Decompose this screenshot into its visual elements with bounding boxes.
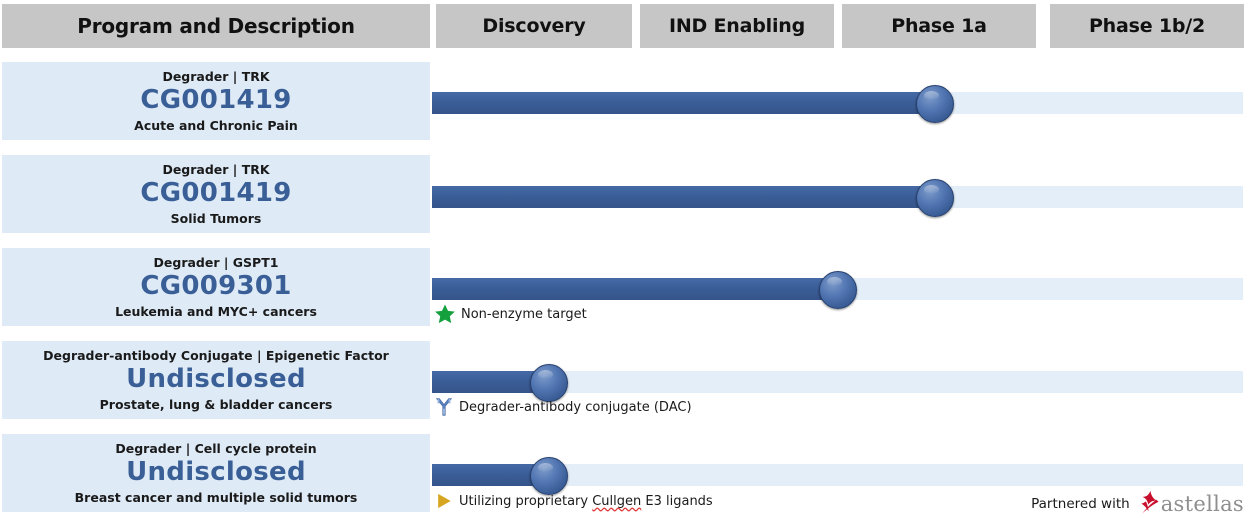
program-name: CG009301 bbox=[140, 271, 292, 302]
progress-knob-row-3 bbox=[819, 271, 857, 309]
partner-block: Partnered with astellas bbox=[1031, 490, 1244, 518]
header-program-and-description: Program and Description bbox=[2, 4, 430, 48]
program-name: CG001419 bbox=[140, 178, 292, 209]
program-indication: Acute and Chronic Pain bbox=[134, 117, 298, 133]
program-indication: Leukemia and MYC+ cancers bbox=[115, 303, 317, 319]
header-stage-phase-1b-2: Phase 1b/2 bbox=[1050, 4, 1244, 48]
program-modality: Degrader | TRK bbox=[162, 161, 270, 177]
progress-track-row-4 bbox=[432, 371, 1243, 393]
program-modality: Degrader | TRK bbox=[162, 68, 270, 84]
program-indication: Solid Tumors bbox=[170, 210, 262, 226]
note-label: Non-enzyme target bbox=[461, 306, 587, 322]
note-cullgen-ligands: Utilizing proprietary Cullgen E3 ligands bbox=[434, 491, 713, 511]
antibody-icon bbox=[434, 397, 454, 417]
astellas-logo: astellas bbox=[1134, 490, 1244, 518]
program-cell-row-1: Degrader | TRK CG001419 Acute and Chroni… bbox=[2, 62, 430, 140]
triangle-right-icon bbox=[434, 491, 454, 511]
progress-fill-row-3 bbox=[432, 278, 838, 300]
program-name: Undisclosed bbox=[126, 457, 306, 488]
progress-fill-row-4 bbox=[432, 371, 549, 393]
program-modality: Degrader | GSPT1 bbox=[153, 254, 279, 270]
header-stage-phase-1a: Phase 1a bbox=[842, 4, 1036, 48]
astellas-wordmark: astellas bbox=[1160, 491, 1244, 516]
progress-knob-row-2 bbox=[916, 179, 954, 217]
partner-label: Partnered with bbox=[1031, 496, 1130, 512]
program-cell-row-4: Degrader-antibody Conjugate | Epigenetic… bbox=[2, 341, 430, 419]
progress-knob-row-4 bbox=[530, 364, 568, 402]
note-label: Degrader-antibody conjugate (DAC) bbox=[459, 399, 692, 415]
program-modality: Degrader-antibody Conjugate | Epigenetic… bbox=[43, 347, 389, 363]
note-suffix: E3 ligands bbox=[641, 493, 713, 509]
note-label: Utilizing proprietary Cullgen E3 ligands bbox=[459, 494, 713, 509]
program-cell-row-5: Degrader | Cell cycle protein Undisclose… bbox=[2, 434, 430, 512]
progress-fill-row-2 bbox=[432, 186, 936, 208]
program-cell-row-3: Degrader | GSPT1 CG009301 Leukemia and M… bbox=[2, 248, 430, 326]
progress-track-row-5 bbox=[432, 464, 1243, 486]
star-icon bbox=[434, 303, 456, 325]
progress-fill-row-1 bbox=[432, 92, 936, 114]
program-name: Undisclosed bbox=[126, 364, 306, 395]
program-indication: Prostate, lung & bladder cancers bbox=[99, 396, 333, 412]
note-prefix: Utilizing proprietary bbox=[459, 493, 593, 509]
astellas-star-icon bbox=[1134, 490, 1164, 518]
progress-knob-row-5 bbox=[530, 457, 568, 495]
header-stage-ind-enabling: IND Enabling bbox=[640, 4, 834, 48]
program-cell-row-2: Degrader | TRK CG001419 Solid Tumors bbox=[2, 155, 430, 233]
pipeline-header-row: Program and Description Discovery IND En… bbox=[0, 0, 1248, 52]
program-indication: Breast cancer and multiple solid tumors bbox=[74, 489, 358, 505]
note-brand: Cullgen bbox=[592, 493, 642, 509]
program-name: CG001419 bbox=[140, 85, 292, 116]
progress-fill-row-5 bbox=[432, 464, 549, 486]
progress-knob-row-1 bbox=[916, 85, 954, 123]
note-non-enzyme-target: Non-enzyme target bbox=[434, 303, 587, 325]
header-stage-discovery: Discovery bbox=[436, 4, 632, 48]
note-degrader-antibody-conjugate: Degrader-antibody conjugate (DAC) bbox=[434, 397, 692, 417]
program-modality: Degrader | Cell cycle protein bbox=[115, 440, 317, 456]
